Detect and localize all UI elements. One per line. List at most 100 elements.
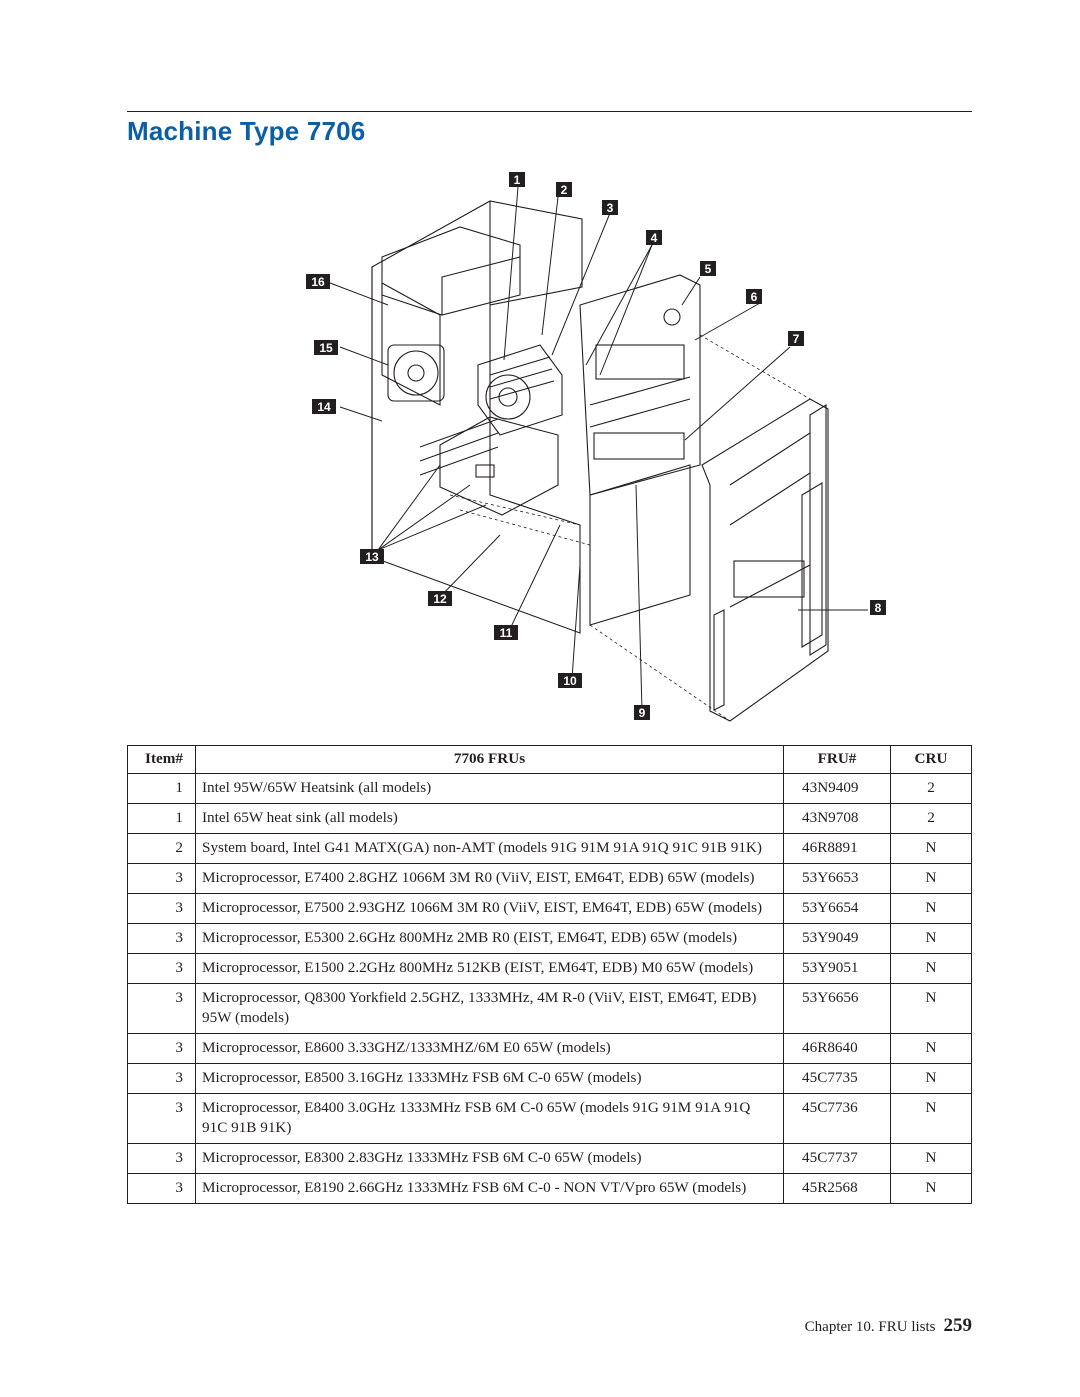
callout-7 [788, 331, 804, 346]
cell-desc: Microprocessor, E5300 2.6GHz 800MHz 2MB … [195, 923, 784, 954]
cell-cru: N [890, 923, 972, 954]
cell-fru: 43N9409 [783, 773, 891, 804]
table-row: 3 Microprocessor, E5300 2.6GHz 800MHz 2M… [127, 923, 972, 954]
callout-7-label: 7 [793, 332, 800, 346]
callout-4-label: 4 [651, 231, 658, 245]
callout-8 [870, 600, 886, 615]
callout-1 [509, 172, 525, 187]
cell-fru: 45C7735 [783, 1063, 891, 1094]
exploded-view-diagram: 1 2 3 4 5 6 7 8 9 10 11 12 13 14 15 16 [306, 172, 886, 722]
page-number: 259 [943, 1315, 973, 1336]
header-frus: 7706 FRUs [195, 745, 784, 774]
callout-4 [646, 230, 662, 245]
cell-fru: 46R8891 [783, 833, 891, 864]
header-cru: CRU [890, 745, 972, 774]
page-title: Machine Type 7706 [127, 116, 366, 146]
cell-fru: 43N9708 [783, 803, 891, 834]
table-row: 3 Microprocessor, Q8300 Yorkfield 2.5GHZ… [127, 983, 972, 1034]
cell-item: 3 [127, 953, 196, 984]
cell-desc: Microprocessor, E8300 2.83GHz 1333MHz FS… [195, 1143, 784, 1174]
cell-fru: 53Y9051 [783, 953, 891, 984]
cell-fru: 53Y6653 [783, 863, 891, 894]
cell-item: 3 [127, 1173, 196, 1204]
table-row: 3 Microprocessor, E8190 2.66GHz 1333MHz … [127, 1173, 972, 1204]
table-header-row: Item# 7706 FRUs FRU# CRU [127, 745, 972, 774]
cell-item: 3 [127, 923, 196, 954]
cell-fru: 45C7737 [783, 1143, 891, 1174]
cell-cru: N [890, 833, 972, 864]
cell-cru: N [890, 863, 972, 894]
cell-cru: N [890, 1033, 972, 1064]
cell-item: 3 [127, 863, 196, 894]
table-row: 3 Microprocessor, E7500 2.93GHZ 1066M 3M… [127, 893, 972, 924]
callout-3-label: 3 [607, 201, 614, 215]
callout-16-label: 16 [311, 275, 325, 289]
callout-6-label: 6 [751, 290, 758, 304]
table-row: 1 Intel 95W/65W Heatsink (all models) 43… [127, 773, 972, 804]
cell-cru: N [890, 1093, 972, 1144]
table-row: 2 System board, Intel G41 MATX(GA) non-A… [127, 833, 972, 864]
callout-14-label: 14 [317, 400, 331, 414]
callout-10 [558, 673, 582, 688]
cell-item: 1 [127, 803, 196, 834]
cell-desc: Intel 95W/65W Heatsink (all models) [195, 773, 784, 804]
callout-11 [494, 625, 518, 640]
callout-5 [700, 261, 716, 276]
header-fru-number: FRU# [783, 745, 891, 774]
cell-cru: N [890, 893, 972, 924]
cell-fru: 53Y6656 [783, 983, 891, 1034]
cell-item: 3 [127, 893, 196, 924]
fru-table: Item# 7706 FRUs FRU# CRU 1 Intel 95W/65W… [127, 745, 972, 1204]
cell-desc: Microprocessor, E8600 3.33GHZ/1333MHZ/6M… [195, 1033, 784, 1064]
cell-cru: N [890, 1143, 972, 1174]
cell-desc: Microprocessor, E7400 2.8GHZ 1066M 3M R0… [195, 863, 784, 894]
callout-12 [428, 591, 452, 606]
cell-desc: Intel 65W heat sink (all models) [195, 803, 784, 834]
callout-13-label: 13 [365, 550, 379, 564]
callout-16 [306, 274, 330, 289]
cell-cru: N [890, 1173, 972, 1204]
cell-desc: Microprocessor, Q8300 Yorkfield 2.5GHZ, … [195, 983, 784, 1034]
cell-cru: N [890, 983, 972, 1034]
title-rule [127, 111, 972, 112]
callout-9-label: 9 [639, 706, 646, 720]
cell-desc: Microprocessor, E8190 2.66GHz 1333MHz FS… [195, 1173, 784, 1204]
callout-2-label: 2 [561, 183, 568, 197]
cell-desc: Microprocessor, E8400 3.0GHz 1333MHz FSB… [195, 1093, 784, 1144]
table-row: 3 Microprocessor, E8600 3.33GHZ/1333MHZ/… [127, 1033, 972, 1064]
callout-14 [312, 399, 336, 414]
table-row: 3 Microprocessor, E8400 3.0GHz 1333MHz F… [127, 1093, 972, 1144]
cell-fru: 46R8640 [783, 1033, 891, 1064]
callout-13 [360, 549, 384, 564]
cell-cru: 2 [890, 803, 972, 834]
callout-3 [602, 200, 618, 215]
table-row: 3 Microprocessor, E7400 2.8GHZ 1066M 3M … [127, 863, 972, 894]
callout-8-label: 8 [875, 601, 882, 615]
cell-desc: System board, Intel G41 MATX(GA) non-AMT… [195, 833, 784, 864]
cell-cru: N [890, 953, 972, 984]
table-row: 3 Microprocessor, E8500 3.16GHz 1333MHz … [127, 1063, 972, 1094]
cell-desc: Microprocessor, E7500 2.93GHZ 1066M 3M R… [195, 893, 784, 924]
cell-desc: Microprocessor, E8500 3.16GHz 1333MHz FS… [195, 1063, 784, 1094]
cell-fru: 53Y9049 [783, 923, 891, 954]
cell-item: 3 [127, 1093, 196, 1144]
cell-item: 3 [127, 983, 196, 1034]
callout-5-label: 5 [705, 262, 712, 276]
callout-11-label: 11 [500, 626, 513, 640]
cell-item: 3 [127, 1143, 196, 1174]
cell-item: 3 [127, 1033, 196, 1064]
cell-item: 1 [127, 773, 196, 804]
table-row: 3 Microprocessor, E1500 2.2GHz 800MHz 51… [127, 953, 972, 984]
cell-item: 3 [127, 1063, 196, 1094]
callout-6 [746, 289, 762, 304]
header-item: Item# [127, 745, 196, 774]
callout-10-label: 10 [563, 674, 577, 688]
callout-15-label: 15 [319, 341, 333, 355]
callout-2 [556, 182, 572, 197]
callout-12-label: 12 [433, 592, 447, 606]
table-row: 3 Microprocessor, E8300 2.83GHz 1333MHz … [127, 1143, 972, 1174]
table-row: 1 Intel 65W heat sink (all models) 43N97… [127, 803, 972, 834]
cell-item: 2 [127, 833, 196, 864]
cell-fru: 45C7736 [783, 1093, 891, 1144]
